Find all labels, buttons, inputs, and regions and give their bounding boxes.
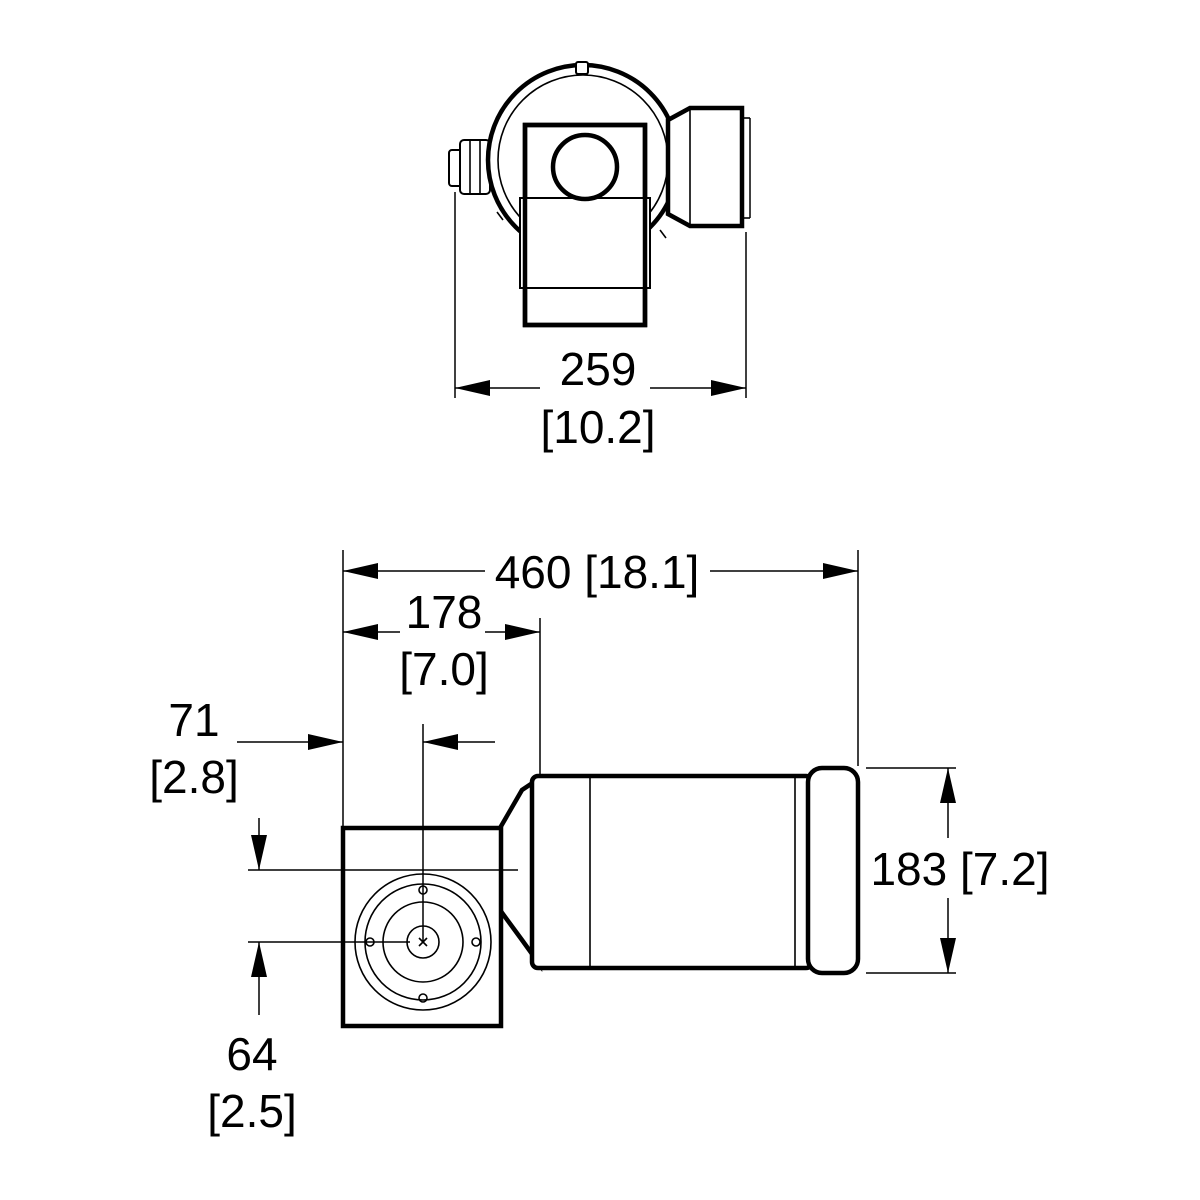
- gearbox-flange: [519, 197, 651, 289]
- dimension-overall-length: 460 [18.1]: [342, 546, 859, 826]
- motor-body: [529, 773, 815, 971]
- side-view: [340, 765, 861, 1029]
- output-shaft-top: [550, 132, 620, 202]
- dim-shaft-offset-y-in: [2.5]: [207, 1085, 297, 1137]
- conduit-fitting: [448, 139, 491, 195]
- dimension-motor-diameter: 183 [7.2]: [866, 767, 1050, 974]
- motor-end-cap: [805, 765, 861, 976]
- top-view: [448, 61, 751, 328]
- dim-gearbox-length-in: [7.0]: [399, 643, 489, 695]
- bolt-hole-bottom: [418, 993, 428, 1003]
- dim-top-width-in: [10.2]: [540, 401, 655, 453]
- bolt-hole-right: [471, 937, 481, 947]
- terminal-box: [665, 105, 751, 229]
- dimension-shaft-offset-y: 64 [2.5]: [207, 818, 518, 1137]
- dim-gearbox-length-mm: 178: [406, 586, 483, 638]
- gearbox-body: [340, 825, 504, 1029]
- housing-tab: [575, 61, 589, 75]
- dimension-shaft-offset-x: 71 [2.8]: [149, 694, 495, 942]
- dim-motor-diameter: 183 [7.2]: [870, 843, 1049, 895]
- dimension-top-width: 259 [10.2]: [454, 192, 747, 453]
- dimension-gearbox-length: 178 [7.0]: [343, 586, 541, 776]
- dim-shaft-offset-x-mm: 71: [168, 694, 219, 746]
- dim-overall-length: 460 [18.1]: [495, 546, 700, 598]
- dim-top-width-mm: 259: [560, 343, 637, 395]
- dim-shaft-offset-x-in: [2.8]: [149, 751, 239, 803]
- dim-shaft-offset-y-mm: 64: [226, 1028, 277, 1080]
